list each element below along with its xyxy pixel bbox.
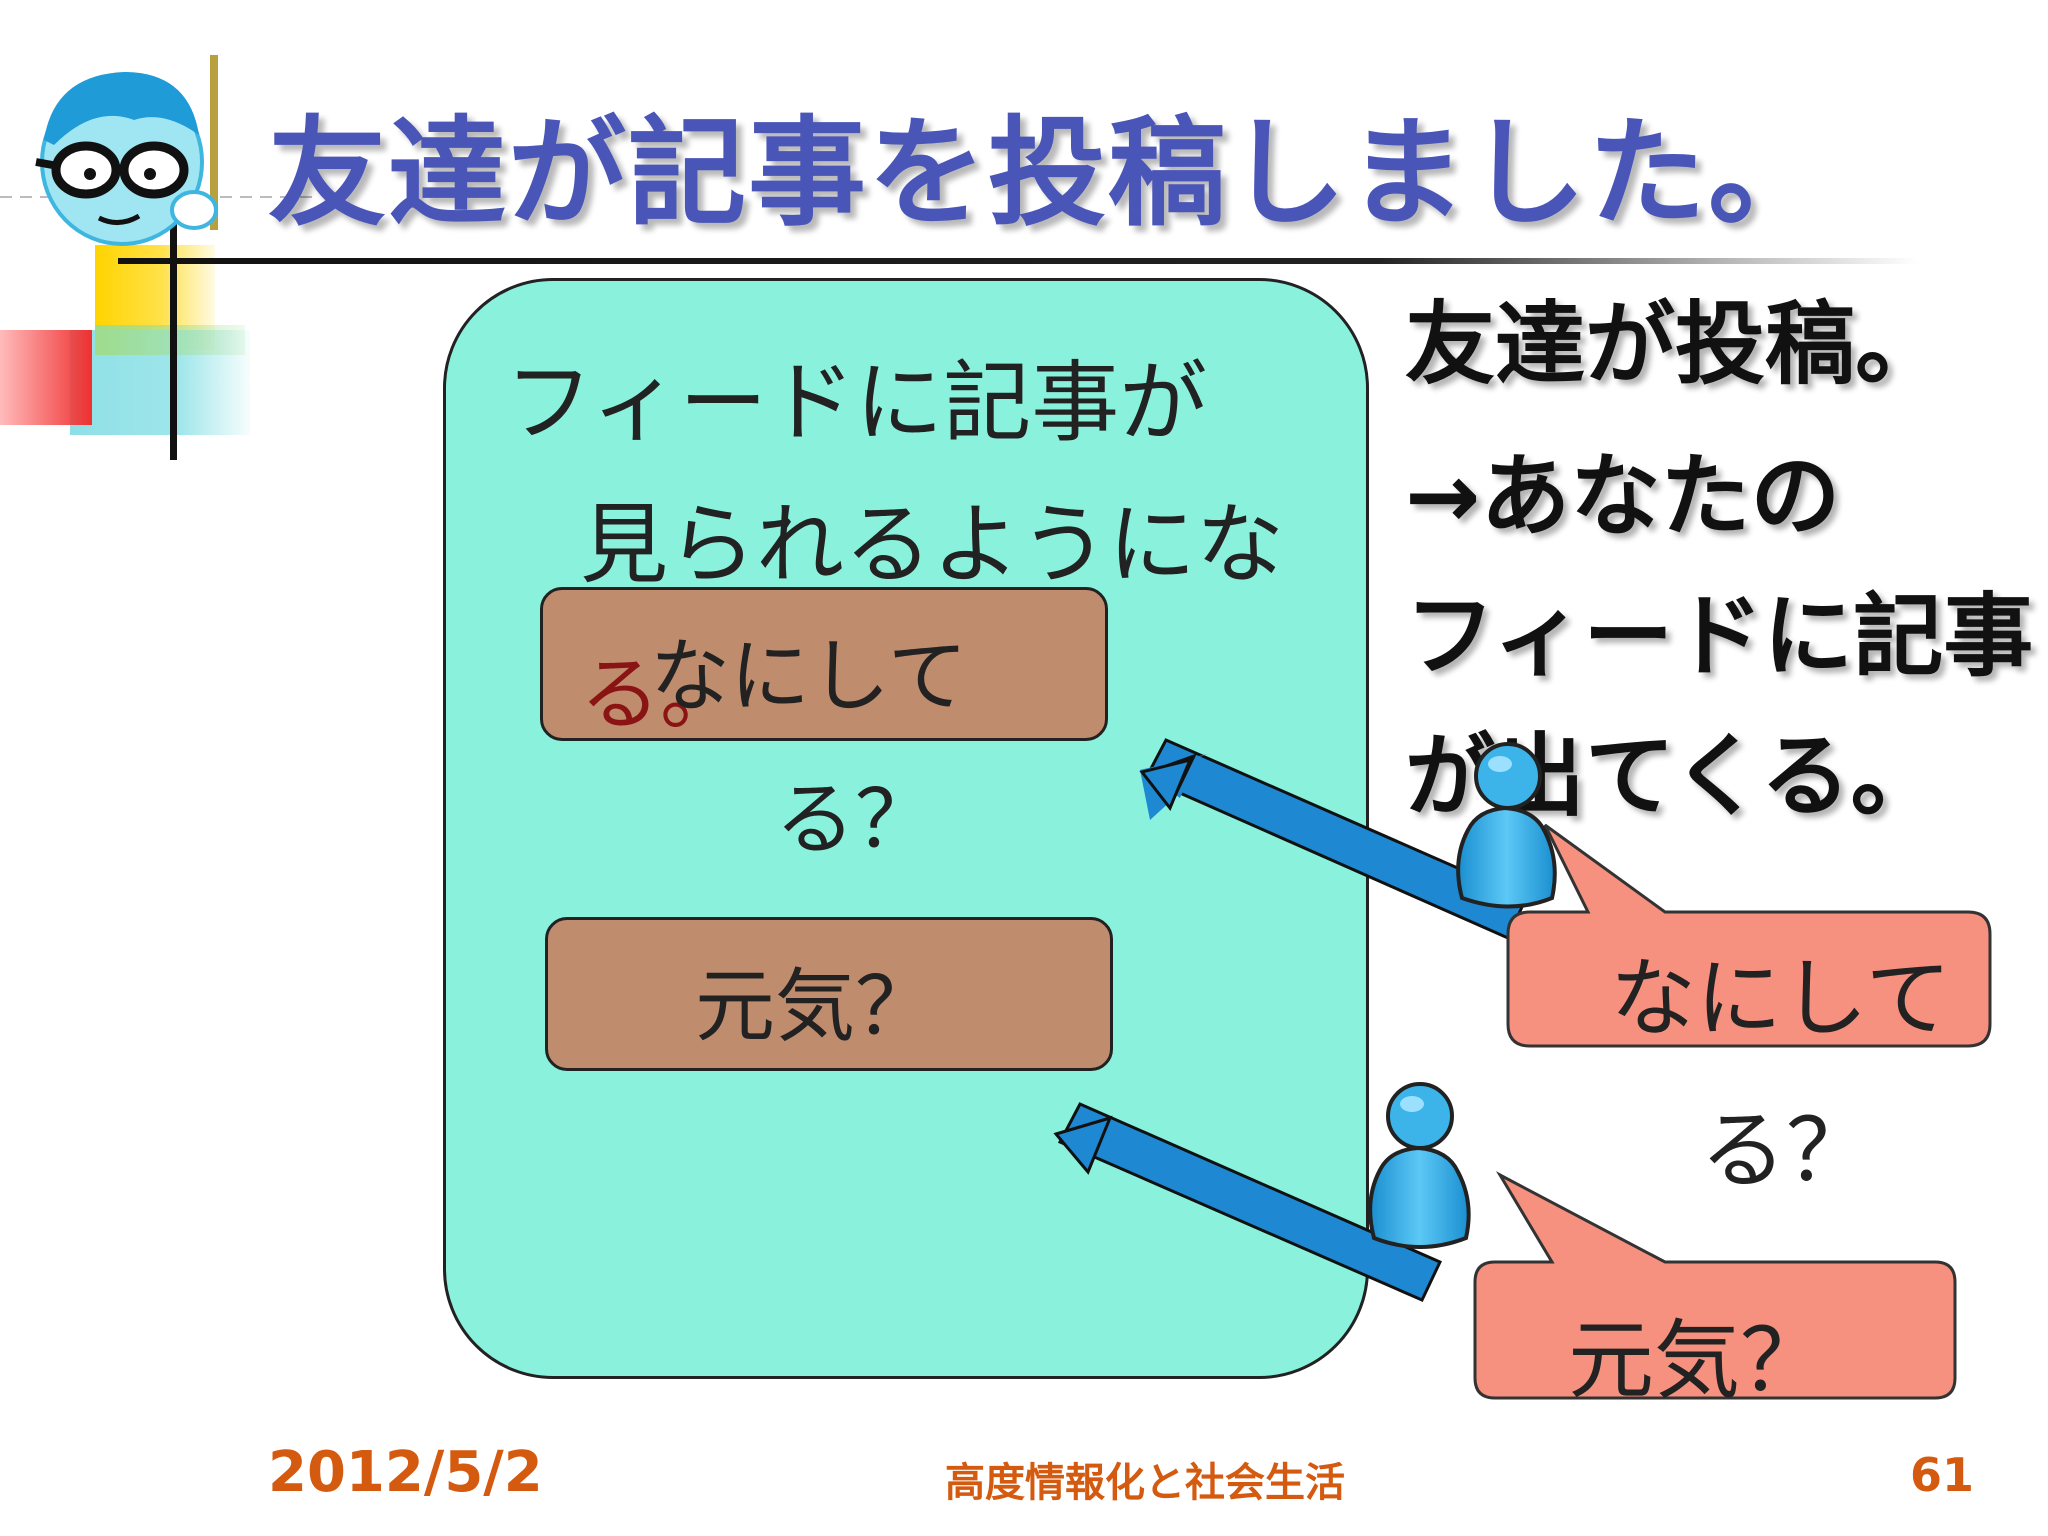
speech-bubble-1-text: なにして: [1610, 949, 1952, 1049]
slide-title: 友達が記事を投稿しました。: [268, 104, 1829, 242]
explanation-line-1: 友達が投稿。: [1405, 292, 1945, 397]
speech-bubble-1-text-2: る？: [1700, 1101, 1872, 1201]
decor-red-block: [0, 330, 92, 425]
person-icon: [1368, 1082, 1471, 1249]
feed-panel-line-2: 見られるようにな: [580, 493, 1285, 596]
speech-bubble-icon: [1473, 1171, 1957, 1400]
arrow-icon: [1053, 1102, 1443, 1302]
teacher-mascot-icon: [35, 55, 218, 246]
footer-course-title: 高度情報化と社会生活: [945, 1460, 1345, 1506]
feed-post-1-text-2: る？: [775, 773, 935, 866]
explanation-text: 友達が投稿。 →あなたの フィードに記事 が出てくる。: [1405, 275, 2045, 847]
speech-bubble-icon: [1506, 823, 1992, 1048]
feed-panel-text: フィードに記事が 見られるようにな: [505, 332, 1325, 616]
feed-panel-line-1: フィードに記事が: [505, 351, 1208, 454]
title-underline: [118, 258, 1918, 264]
arrow-icon-head: [1139, 757, 1193, 811]
footer-page-number: 61: [1910, 1448, 1975, 1502]
explanation-line-2: →あなたの: [1405, 444, 1841, 549]
explanation-line-3: フィードに記事: [1405, 584, 2034, 689]
feed-post-2-text: 元気？: [695, 960, 935, 1053]
decor-vertical-line: [170, 220, 177, 460]
feed-post-1: [540, 587, 1108, 741]
speech-bubble-2-text: 元気？: [1568, 1311, 1826, 1411]
footer-date: 2012/5/2: [268, 1440, 543, 1505]
feed-panel-overlap-text: る。: [580, 648, 740, 741]
feed-post-2: [545, 917, 1113, 1071]
feed-post-1-text: なにして: [650, 630, 968, 723]
person-icon: [1456, 742, 1557, 909]
